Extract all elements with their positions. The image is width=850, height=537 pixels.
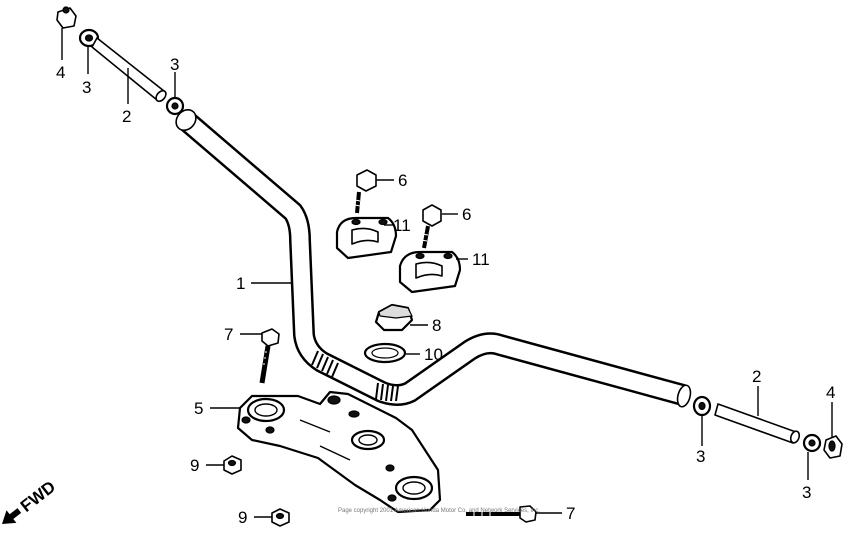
bar-end-left-assembly (56, 6, 185, 116)
callout-4-right: 4 (826, 383, 835, 402)
fwd-arrow-icon (2, 508, 22, 524)
callout-11-upper: 11 (393, 216, 411, 235)
fwd-label: FWD (17, 477, 59, 516)
callout-8: 8 (432, 316, 441, 335)
callout-9-upper: 9 (190, 456, 199, 475)
callouts: 4 3 2 3 6 11 6 11 1 8 10 7 5 9 9 7 2 3 4… (56, 55, 835, 527)
callout-7-upper: 7 (224, 325, 233, 344)
bolt-7-lower (466, 505, 537, 523)
nut (374, 303, 414, 332)
fwd-indicator: FWD (2, 477, 59, 524)
callout-3-left: 3 (82, 78, 91, 97)
bar-end-right-assembly (692, 395, 843, 459)
callout-11-lower: 11 (472, 250, 490, 269)
callout-3-right-a: 3 (696, 447, 705, 466)
callout-6-upper: 6 (398, 171, 407, 190)
callout-10: 10 (424, 345, 443, 364)
callout-3-left-upper: 3 (170, 55, 179, 74)
holder-lower (398, 250, 462, 294)
top-bridge (236, 390, 442, 514)
holder-upper (335, 216, 398, 260)
callout-7-lower: 7 (566, 504, 575, 523)
callout-3-right-b: 3 (802, 483, 811, 502)
callout-1: 1 (236, 274, 245, 293)
leader-lines (61, 28, 833, 518)
callout-2-right: 2 (752, 367, 761, 386)
bolt-upper (354, 169, 377, 214)
nut-9-lower (271, 508, 290, 527)
handlebar (175, 108, 692, 408)
nut-9-upper (223, 455, 242, 475)
callout-4-top: 4 (56, 63, 65, 82)
knurl-right (375, 382, 399, 402)
bolt-7-upper (259, 328, 280, 384)
washer (363, 342, 407, 364)
callout-6-lower: 6 (462, 205, 471, 224)
bolt-lower (420, 204, 442, 249)
knurl-left (311, 350, 339, 378)
callout-9-lower: 9 (238, 508, 247, 527)
footer-copyright: Page copyright 2001 American Honda Motor… (338, 508, 540, 514)
callout-2-left: 2 (122, 107, 131, 126)
callout-5: 5 (194, 399, 203, 418)
